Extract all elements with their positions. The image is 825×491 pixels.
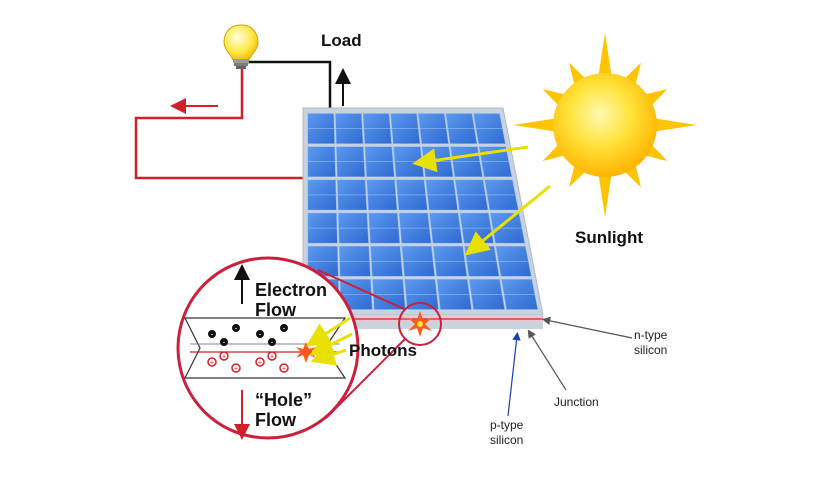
n-type-line2: silicon bbox=[634, 343, 668, 357]
sun-ray bbox=[513, 118, 556, 132]
svg-text:+: + bbox=[258, 360, 262, 367]
svg-text:+: + bbox=[234, 366, 238, 373]
sun-ray bbox=[598, 33, 612, 76]
svg-text:-: - bbox=[235, 324, 238, 333]
light-bulb-icon bbox=[223, 24, 259, 69]
hole-flow-line1: “Hole” bbox=[255, 390, 313, 410]
svg-text:-: - bbox=[271, 338, 274, 347]
sun-ray bbox=[598, 174, 612, 217]
sunlight-label: Sunlight bbox=[575, 228, 643, 247]
svg-text:-: - bbox=[223, 338, 226, 347]
photons-label: Photons bbox=[349, 341, 417, 360]
sun-ray bbox=[654, 118, 697, 132]
solar-panel bbox=[302, 107, 544, 329]
circuit-wires bbox=[134, 60, 351, 180]
photon-arrows bbox=[412, 145, 551, 256]
svg-text:+: + bbox=[270, 354, 274, 361]
panel-cells bbox=[307, 113, 539, 310]
svg-text:+: + bbox=[222, 354, 226, 361]
n-type-silicon-label: n-type silicon bbox=[634, 328, 667, 358]
electron-flow-line1: Electron bbox=[255, 280, 328, 300]
p-type-silicon-label: p-type silicon bbox=[490, 418, 523, 448]
hole-flow-label: “Hole” Flow bbox=[255, 390, 312, 430]
magnified-cell-view: ------ ++++++ bbox=[176, 256, 360, 440]
svg-text:-: - bbox=[211, 330, 214, 339]
electron-flow-label: Electron Flow bbox=[255, 280, 327, 320]
svg-text:+: + bbox=[210, 360, 214, 367]
n-type-line1: n-type bbox=[634, 328, 668, 342]
electron-flow-line2: Flow bbox=[255, 300, 296, 320]
sun-icon bbox=[513, 33, 697, 217]
p-type-line1: p-type bbox=[490, 418, 524, 432]
hole-dots: + + + + + + bbox=[207, 351, 289, 373]
electron-dots: ------ bbox=[208, 324, 288, 347]
svg-text:-: - bbox=[283, 324, 286, 333]
photon-spark-icon bbox=[296, 342, 316, 363]
junction-label: Junction bbox=[554, 395, 599, 409]
hole-flow-line2: Flow bbox=[255, 410, 296, 430]
svg-text:-: - bbox=[259, 330, 262, 339]
junction-spark bbox=[398, 302, 442, 346]
incoming-photon-arrows bbox=[305, 316, 353, 366]
layer-pointers bbox=[507, 316, 633, 417]
svg-text:+: + bbox=[282, 366, 286, 373]
p-type-line2: silicon bbox=[490, 433, 524, 447]
load-label: Load bbox=[321, 31, 362, 50]
